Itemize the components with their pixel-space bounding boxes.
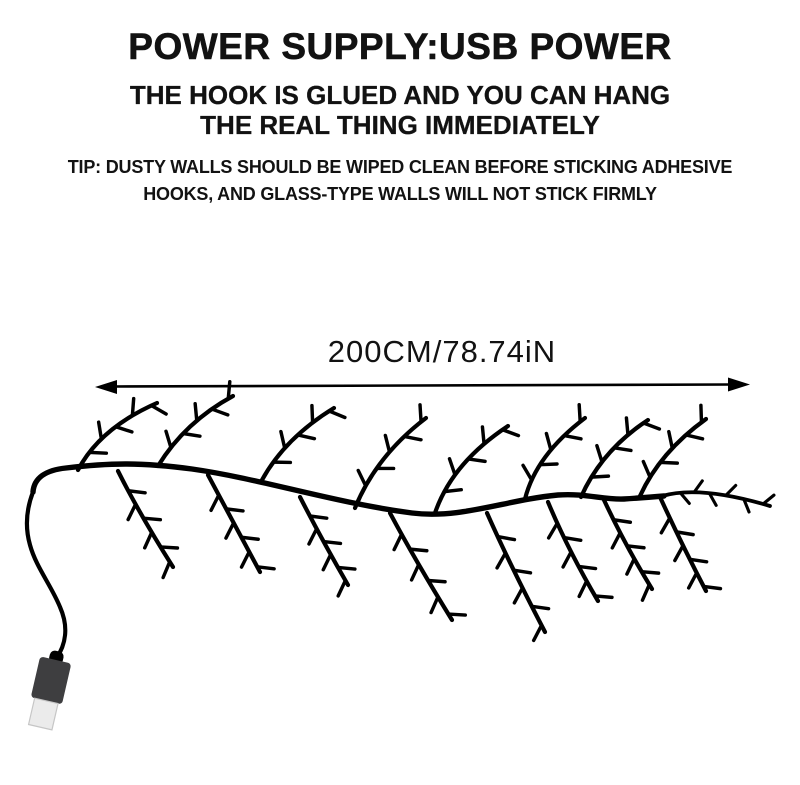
tip-text: TIP: DUSTY WALLS SHOULD BE WIPED CLEAN B… (0, 154, 800, 208)
dimension-label: 200CM/78.74iN (327, 334, 557, 369)
vine-branch (30, 379, 776, 643)
subtitle-line-2: THE REAL THING IMMEDIATELY (200, 110, 600, 141)
subtitle-line-1: THE HOOK IS GLUED AND YOU CAN HANG (129, 80, 671, 110)
usb-plug-metal (27, 697, 59, 731)
usb-plug-body (31, 657, 71, 704)
usb-cable (24, 489, 68, 662)
subtitle: THE HOOK IS GLUED AND YOU CAN HANG THE R… (0, 80, 800, 141)
tip-line-2: HOOKS, AND GLASS-TYPE WALLS WILL NOT STI… (143, 184, 657, 204)
page-title: POWER SUPPLY:USB POWER (128, 26, 672, 68)
dimension-arrow (95, 377, 750, 394)
usb-plug (27, 650, 71, 731)
tip-line-1: TIP: DUSTY WALLS SHOULD BE WIPED CLEAN B… (67, 157, 733, 177)
